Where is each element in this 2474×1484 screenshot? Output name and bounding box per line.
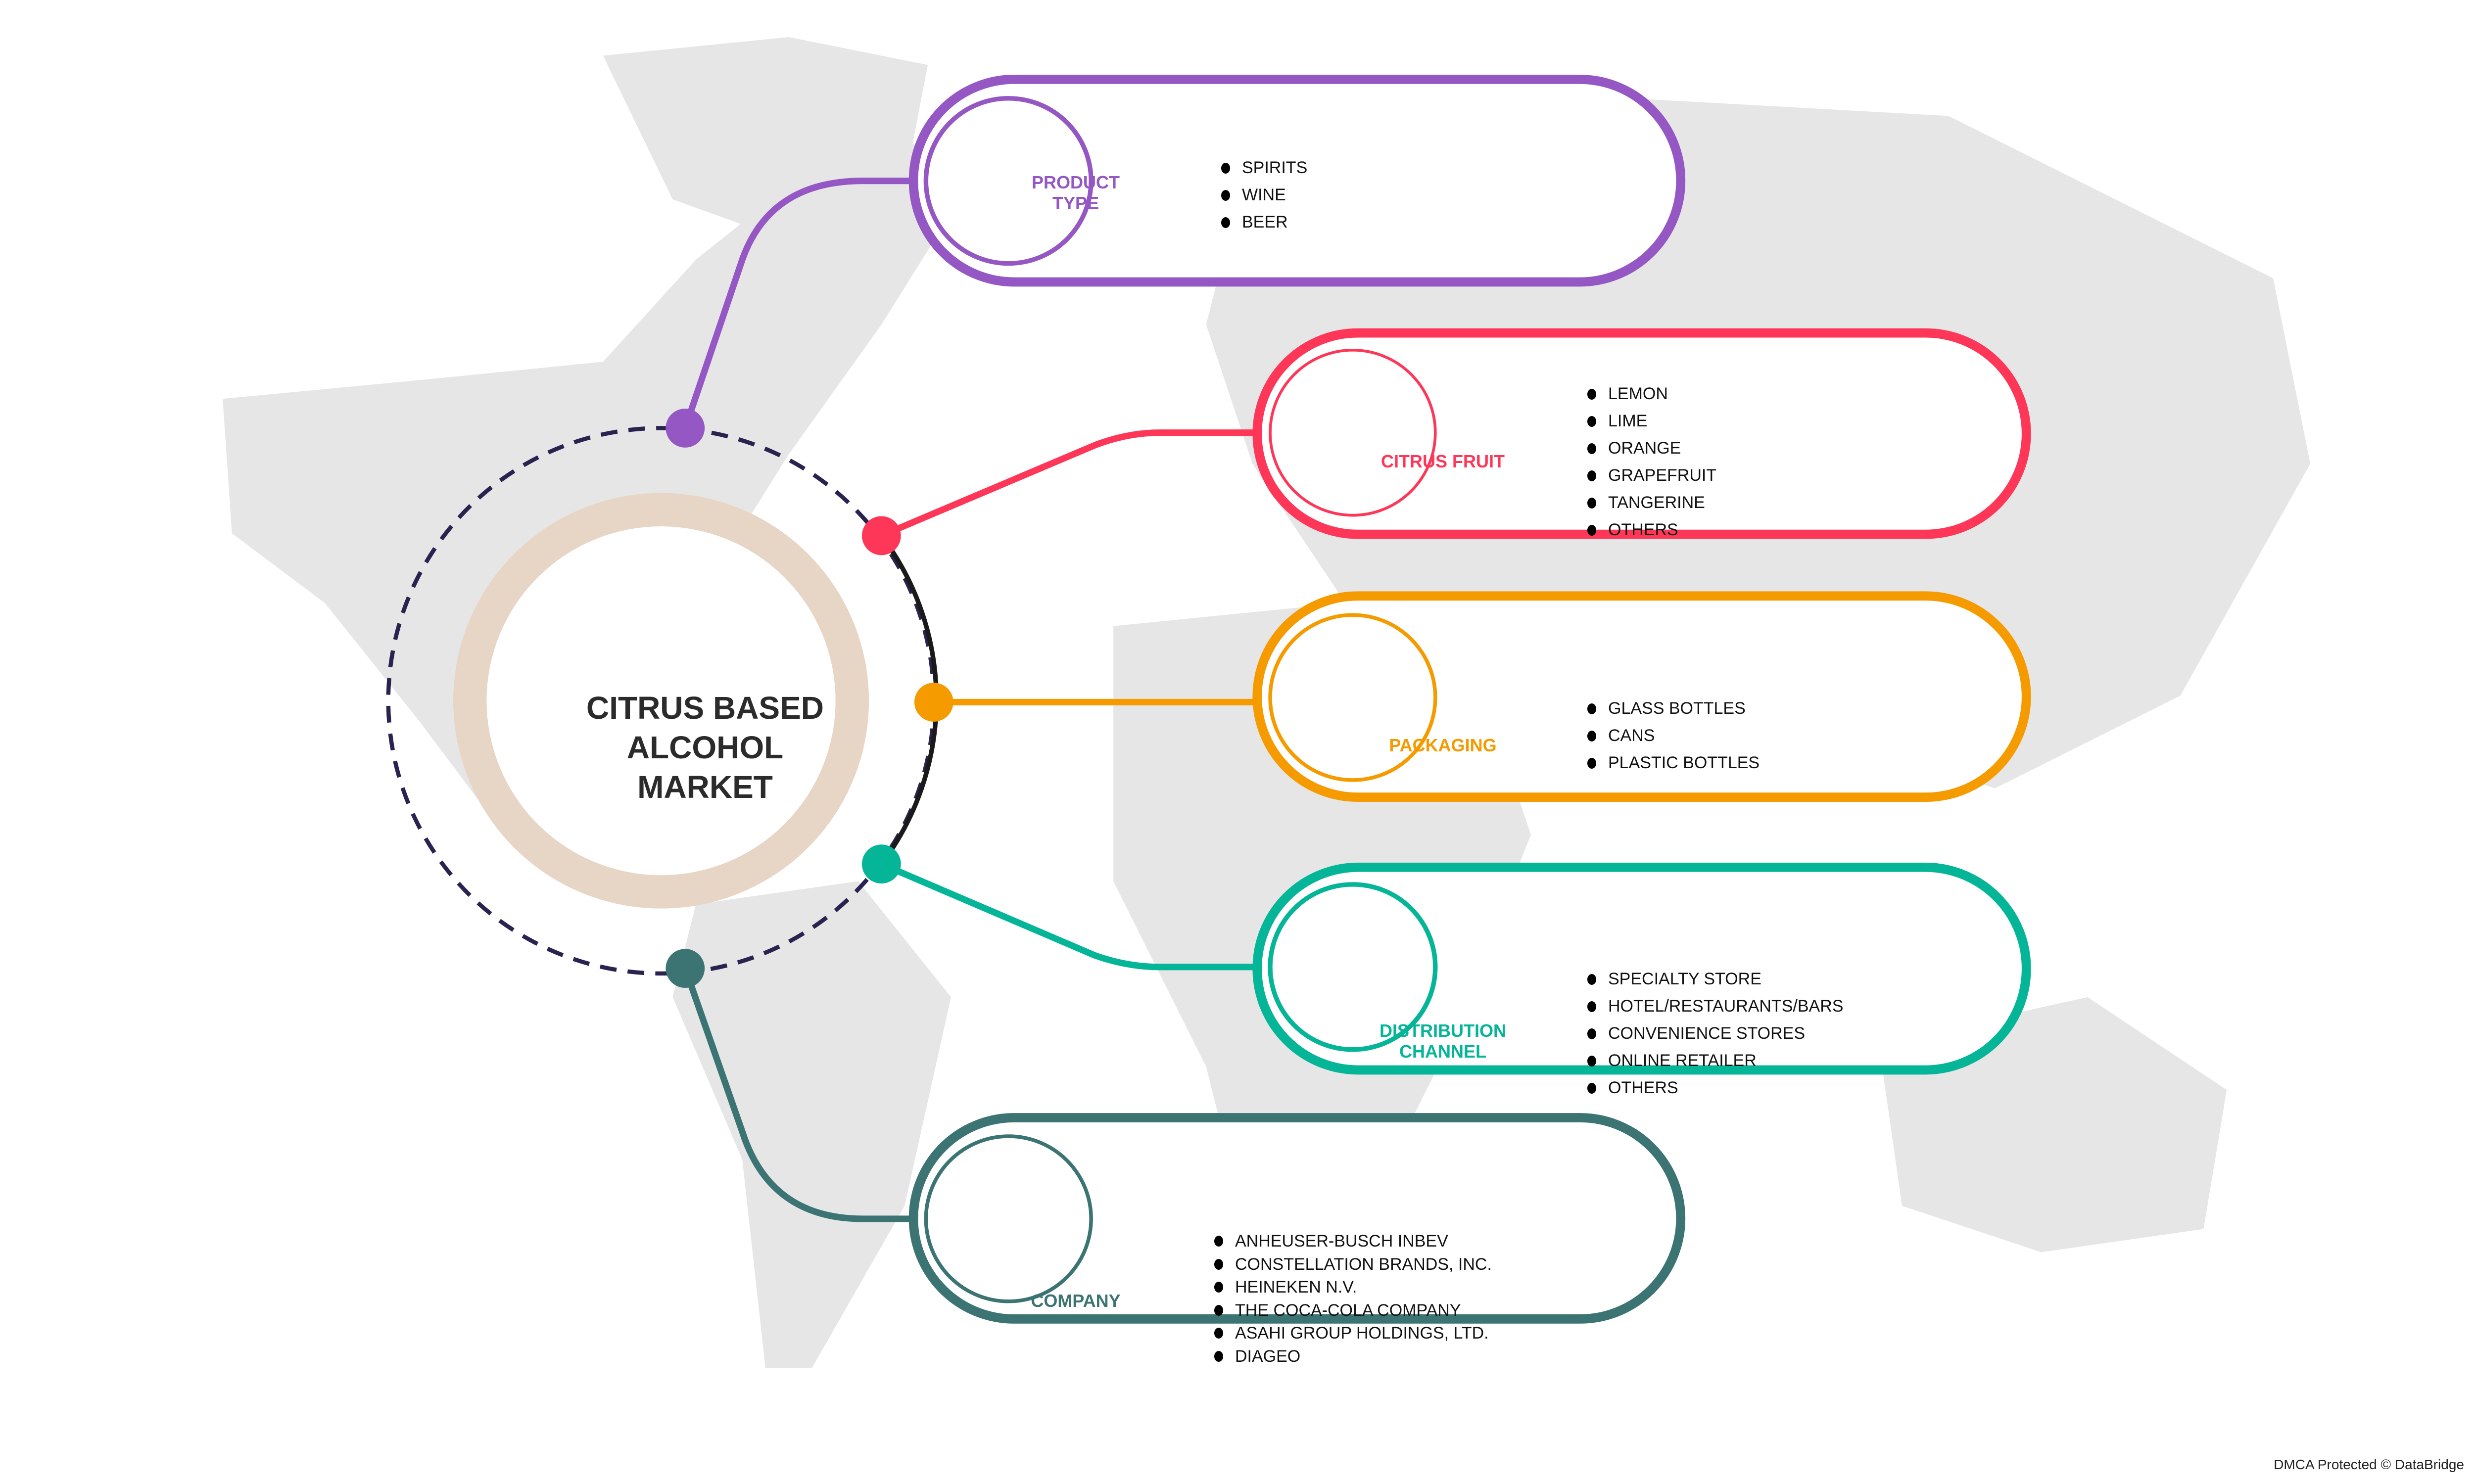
list-item: HOTEL/RESTAURANTS/BARS — [1587, 993, 1843, 1020]
label-packaging: PACKAGING — [1389, 735, 1497, 755]
box-distribution-channel — [1252, 862, 2031, 1075]
list-item: GLASS BOTTLES — [1587, 695, 1760, 722]
label-product-type: PRODUCT TYPE — [1032, 172, 1120, 213]
label-citrus-fruit: CITRUS FRUIT — [1381, 451, 1505, 471]
label-distribution-channel: DISTRIBUTION CHANNEL — [1380, 1020, 1506, 1062]
node-dot-distribution-channel — [861, 844, 901, 884]
list-item: THE COCA-COLA COMPANY — [1214, 1299, 1492, 1322]
node-dot-product-type — [666, 408, 705, 448]
box-product-type — [908, 74, 1686, 287]
center-ring — [453, 493, 869, 909]
connector-citrus-fruit — [880, 429, 1257, 539]
label-company: COMPANY — [1031, 1291, 1121, 1311]
list-item: OTHERS — [1587, 516, 1716, 544]
list-item: CANS — [1587, 722, 1760, 749]
box-packaging — [1252, 591, 2031, 802]
dmca-footer: DMCA Protected © DataBridge — [2274, 1457, 2464, 1472]
list-citrus-fruit: LEMON LIME ORANGE GRAPEFRUIT TANGERINE O… — [1587, 380, 1716, 544]
list-item: SPECIALTY STORE — [1587, 966, 1843, 993]
list-item: ANHEUSER-BUSCH INBEV — [1214, 1230, 1492, 1253]
list-item: ORANGE — [1587, 435, 1716, 462]
list-item: SPIRITS — [1221, 154, 1307, 182]
list-company: ANHEUSER-BUSCH INBEV CONSTELLATION BRAND… — [1214, 1230, 1492, 1368]
list-item: PLASTIC BOTTLES — [1587, 749, 1760, 777]
center-title: CITRUS BASED ALCOHOL MARKET — [586, 690, 824, 805]
connector-distribution-channel — [880, 861, 1257, 971]
list-item: ONLINE RETAILER — [1587, 1047, 1843, 1074]
center-circle — [486, 526, 836, 876]
list-item: HEINEKEN N.V. — [1214, 1276, 1492, 1299]
node-dot-citrus-fruit — [861, 516, 901, 556]
list-item: LIME — [1587, 408, 1716, 435]
list-item: BEER — [1221, 209, 1307, 236]
list-item: TANGERINE — [1587, 489, 1716, 516]
node-dot-packaging — [914, 683, 953, 722]
list-item: ASAHI GROUP HOLDINGS, LTD. — [1214, 1322, 1492, 1345]
list-item: WINE — [1221, 182, 1307, 209]
node-dot-company — [666, 949, 705, 988]
list-distribution-channel: SPECIALTY STORE HOTEL/RESTAURANTS/BARS C… — [1587, 966, 1843, 1102]
list-product-type: SPIRITS WINE BEER — [1221, 154, 1307, 236]
list-item: OTHERS — [1587, 1074, 1843, 1102]
list-item: CONVENIENCE STORES — [1587, 1020, 1843, 1047]
list-packaging: GLASS BOTTLES CANS PLASTIC BOTTLES — [1587, 695, 1760, 777]
list-item: GRAPEFRUIT — [1587, 462, 1716, 489]
list-item: DIAGEO — [1214, 1345, 1492, 1368]
box-citrus-fruit — [1252, 328, 2031, 539]
box-company — [908, 1113, 1686, 1324]
connector-company — [682, 967, 914, 1222]
list-item: LEMON — [1587, 380, 1716, 408]
connector-product-type — [682, 178, 914, 429]
list-item: CONSTELLATION BRANDS, INC. — [1214, 1253, 1492, 1276]
